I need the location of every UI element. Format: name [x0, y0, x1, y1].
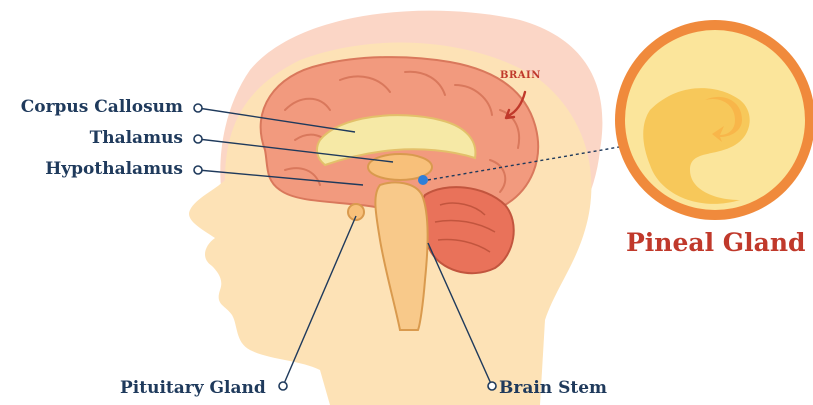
label-brain: BRAIN	[500, 70, 541, 81]
label-hypothalamus: Hypothalamus	[45, 161, 183, 178]
pineal-point	[418, 175, 428, 185]
label-thalamus: Thalamus	[90, 130, 183, 147]
label-corpus-callosum: Corpus Callosum	[21, 99, 183, 116]
label-brain-stem: Brain Stem	[499, 380, 607, 397]
label-pituitary-gland: Pituitary Gland	[120, 380, 266, 397]
label-pineal-gland: Pineal Gland	[626, 228, 805, 257]
